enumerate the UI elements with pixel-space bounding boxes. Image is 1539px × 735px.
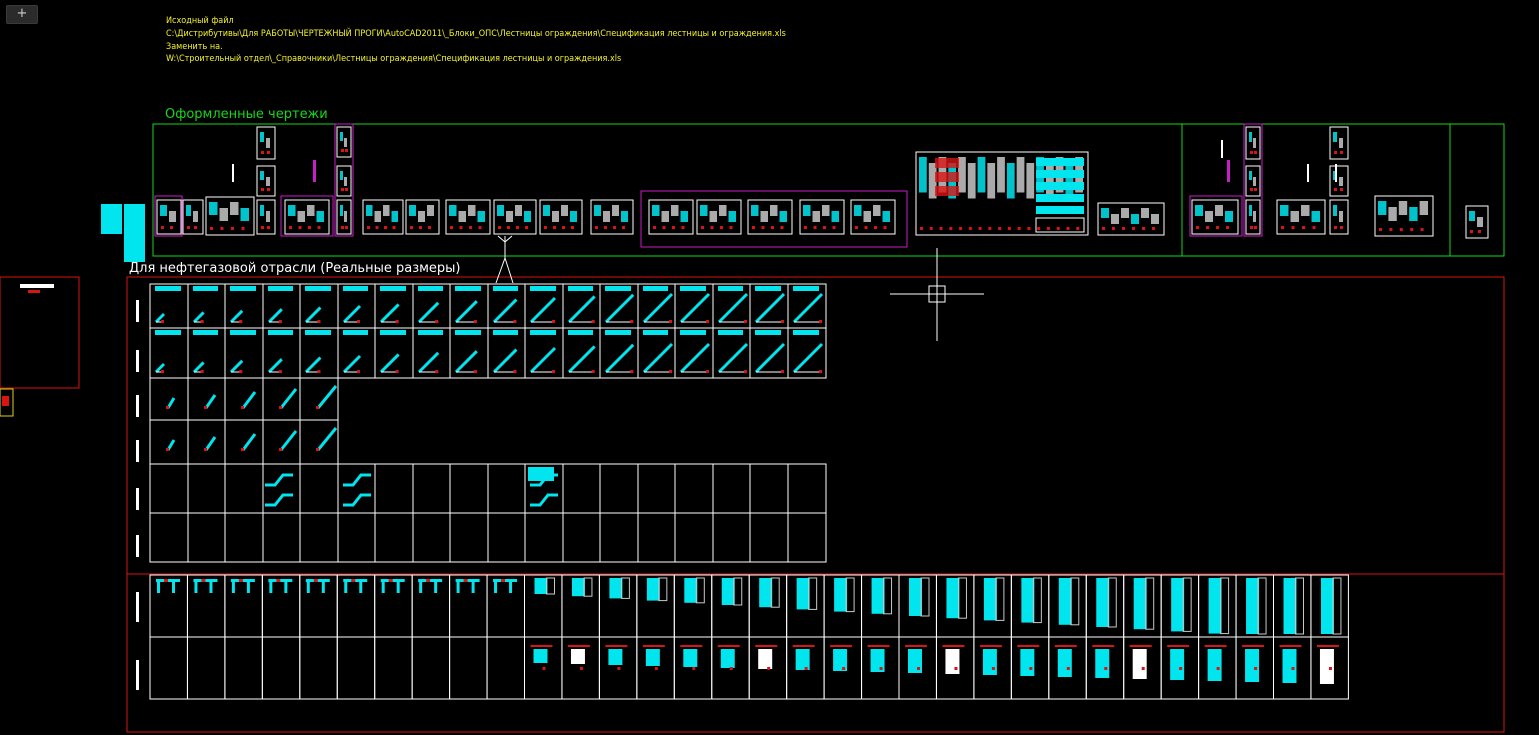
drawing-sheet-thumbnail bbox=[1276, 199, 1326, 235]
drawing-sheet-thumbnail bbox=[336, 165, 352, 197]
drawing-sheet-thumbnail bbox=[284, 199, 330, 235]
drawing-sheet-thumbnail bbox=[648, 199, 694, 235]
drawing-sheet-thumbnail bbox=[1245, 126, 1261, 160]
drawing-sheet-thumbnail bbox=[256, 199, 276, 235]
drawing-sheet-thumbnail bbox=[1465, 205, 1489, 239]
drawing-sheet-thumbnail bbox=[256, 126, 276, 160]
drawing-sheet-thumbnail bbox=[1329, 126, 1349, 160]
replace-label: Заменить на. bbox=[166, 42, 223, 52]
drawing-sheet-thumbnail bbox=[336, 199, 352, 235]
left-frame-title-mark bbox=[20, 284, 54, 288]
drawing-sheet-thumbnail bbox=[362, 199, 404, 235]
magenta-frames bbox=[154, 123, 1263, 248]
drawing-sheet-thumbnail bbox=[539, 199, 583, 235]
drawing-sheet-thumbnail bbox=[1329, 165, 1349, 197]
cyan-block-left-2 bbox=[124, 204, 145, 262]
drawing-sheet-thumbnail bbox=[799, 199, 845, 235]
drawing-sheet-thumbnail bbox=[696, 199, 742, 235]
drawing-sheet-thumbnail bbox=[1329, 199, 1349, 235]
drawing-sheet-thumbnail bbox=[1245, 165, 1261, 197]
railing-red-frame bbox=[126, 573, 1505, 733]
drawing-sheet-thumbnail bbox=[1374, 195, 1434, 237]
drawing-sheet-thumbnail bbox=[205, 196, 255, 236]
crosshair-cursor-icon bbox=[890, 248, 984, 341]
ladder-types-grid bbox=[136, 283, 827, 563]
drawing-sheet-thumbnail bbox=[1191, 199, 1239, 235]
pointer-marker bbox=[495, 235, 514, 284]
drawing-sheet-thumbnail bbox=[336, 126, 352, 158]
source-file-label: Исходный файл bbox=[166, 16, 234, 26]
drawings-section-title: Оформленные чертежи bbox=[165, 107, 328, 122]
left-red-frame bbox=[0, 276, 80, 389]
drawing-sheet-thumbnail bbox=[156, 199, 182, 235]
drawing-sheet-thumbnail bbox=[182, 199, 204, 235]
drawing-sheet-thumbnail bbox=[590, 199, 634, 235]
drawing-sheet-thumbnail bbox=[850, 199, 896, 235]
drawings-green-frame bbox=[152, 123, 1505, 257]
drawing-sheet-thumbnail bbox=[493, 199, 537, 235]
replace-file-path: W:\Строительный отдел\_Справочники\Лестн… bbox=[166, 54, 622, 64]
railing-types-grid bbox=[136, 574, 1349, 700]
drawing-sheet-thumbnail bbox=[1097, 202, 1165, 236]
drawing-sheet-thumbnail bbox=[405, 199, 440, 235]
source-file-path: C:\Дистрибутивы\Для РАБОТЫ\ЧЕРТЕЖНЫЙ ПРО… bbox=[166, 29, 786, 39]
drawing-sheet-thumbnail bbox=[747, 199, 793, 235]
cyan-block-left-1 bbox=[101, 204, 122, 234]
oilgas-section-title: Для нефтегазовой отрасли (Реальные разме… bbox=[129, 261, 461, 276]
drawing-sheet-thumbnail bbox=[445, 199, 491, 235]
drawing-sheet-thumbnail bbox=[1245, 199, 1261, 235]
left-yellow-frame bbox=[0, 388, 14, 417]
drawing-thumbnails bbox=[156, 126, 1489, 239]
drawing-sheet-thumbnail bbox=[256, 165, 276, 197]
add-layout-tab-button[interactable]: + bbox=[6, 5, 38, 24]
